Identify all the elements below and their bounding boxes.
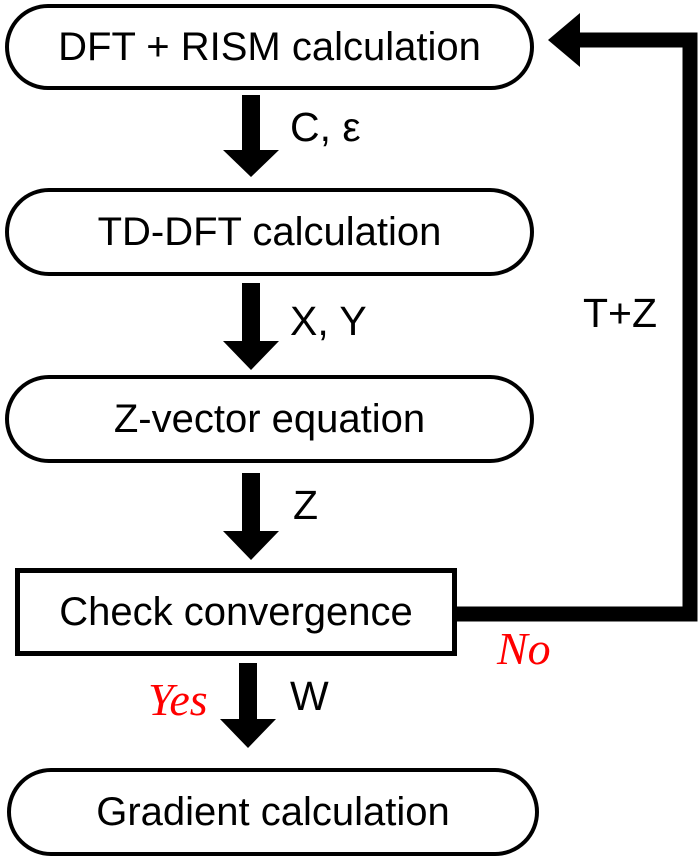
loop-back-arrowhead-icon (548, 13, 580, 67)
node-zvector-label: Z-vector equation (113, 397, 426, 441)
node-gradient-calculation: Gradient calculation (7, 768, 539, 856)
node-gradient-label: Gradient calculation (96, 790, 450, 834)
node-zvector-equation: Z-vector equation (5, 375, 534, 463)
node-dft-rism-label: DFT + RISM calculation (58, 25, 481, 69)
down-arrow-icon-3 (223, 473, 279, 560)
edge-label-t-plus-z: T+Z (583, 290, 658, 336)
node-dft-rism-calculation: DFT + RISM calculation (5, 4, 534, 90)
down-arrow-icon-2 (223, 283, 279, 370)
loop-back-line (457, 32, 698, 622)
node-check-label: Check convergence (59, 590, 413, 634)
edge-label-x-y: X, Y (290, 298, 367, 344)
decision-label-no: No (497, 623, 551, 674)
node-tddft-calculation: TD-DFT calculation (5, 188, 534, 276)
decision-label-yes: Yes (148, 674, 208, 725)
down-arrow-icon-4 (220, 663, 276, 748)
edge-label-c-epsilon: C, ε (290, 104, 361, 150)
edge-label-w: W (290, 673, 329, 719)
node-tddft-label: TD-DFT calculation (97, 210, 442, 254)
edge-label-z: Z (293, 482, 319, 528)
down-arrow-icon-1 (223, 95, 279, 177)
node-check-convergence: Check convergence (15, 568, 457, 656)
